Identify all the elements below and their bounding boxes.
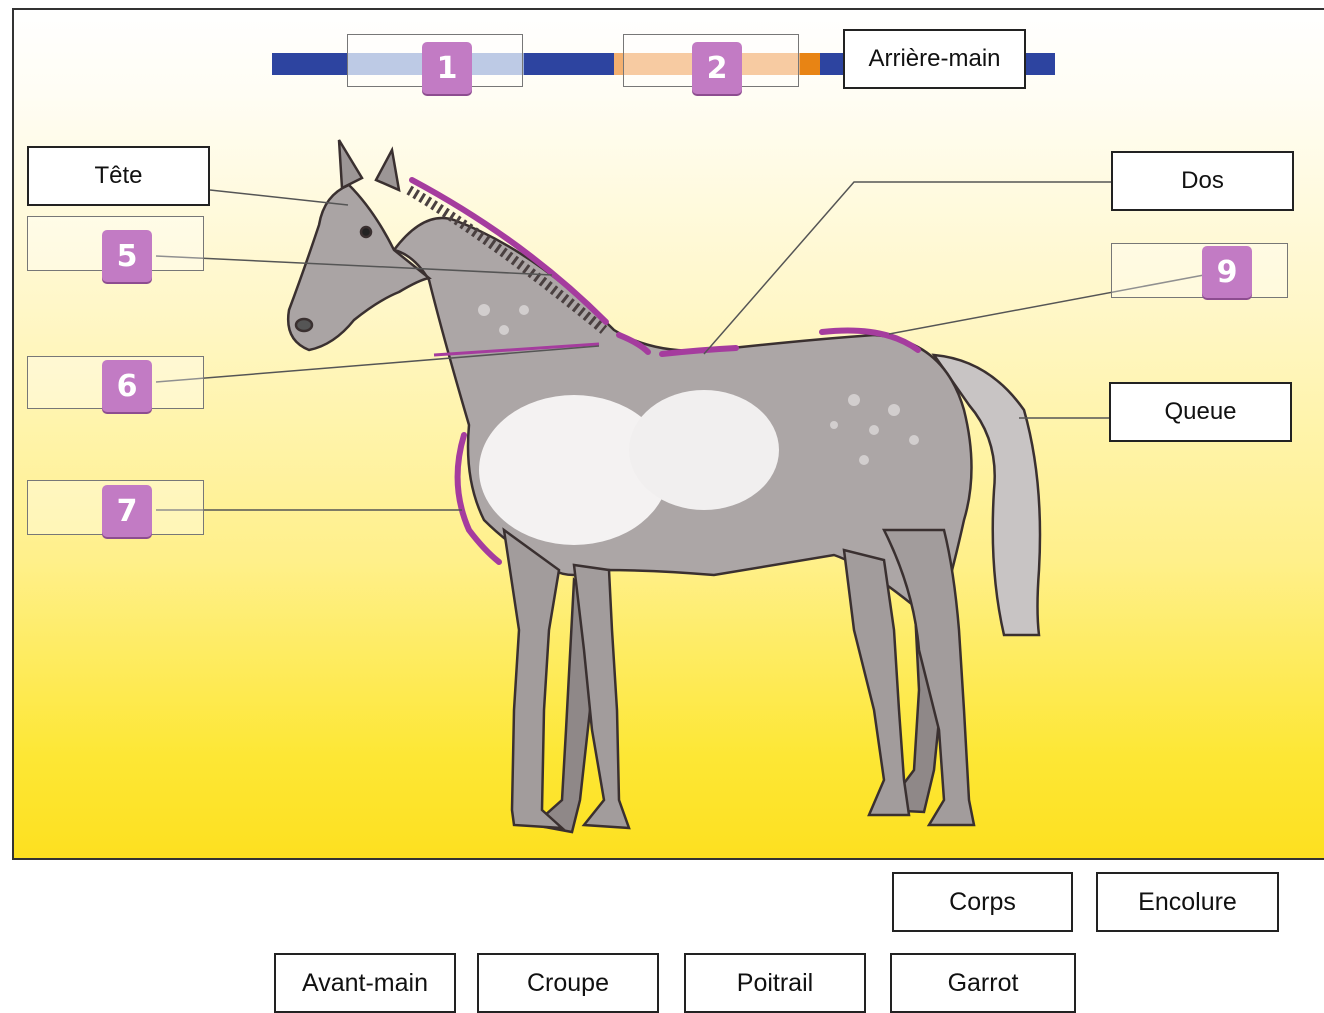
region-bar-middle-blue: [524, 53, 624, 75]
diagram-board: 1 2 Arrière-main Tête 5 6 7 Dos 9 Queue: [12, 8, 1324, 860]
answer-chip-croupe[interactable]: Croupe: [477, 953, 659, 1013]
label-queue[interactable]: Queue: [1109, 382, 1292, 442]
answer-chip-encolure[interactable]: Encolure: [1096, 872, 1279, 932]
answer-chip-corps[interactable]: Corps: [892, 872, 1073, 932]
label-tete[interactable]: Tête: [27, 146, 210, 206]
label-dos[interactable]: Dos: [1111, 151, 1294, 211]
number-badge-1: 1: [422, 42, 472, 94]
leader-tete: [210, 190, 348, 205]
region-bar-orange-end: [800, 53, 820, 75]
drop-slot-9[interactable]: [1111, 243, 1288, 298]
number-badge-5: 5: [102, 230, 152, 282]
number-badge-2: 2: [692, 42, 742, 94]
number-badge-7: 7: [102, 485, 152, 537]
label-arriere-main[interactable]: Arrière-main: [843, 29, 1026, 89]
region-bar-left-blue: [272, 53, 352, 75]
answer-chip-garrot[interactable]: Garrot: [890, 953, 1076, 1013]
number-badge-9: 9: [1202, 246, 1252, 298]
horse-figure: [288, 140, 1040, 832]
answer-chip-poitrail[interactable]: Poitrail: [684, 953, 866, 1013]
number-badge-6: 6: [102, 360, 152, 412]
answer-chip-avant-main[interactable]: Avant-main: [274, 953, 456, 1013]
leader-dos: [704, 182, 1111, 354]
